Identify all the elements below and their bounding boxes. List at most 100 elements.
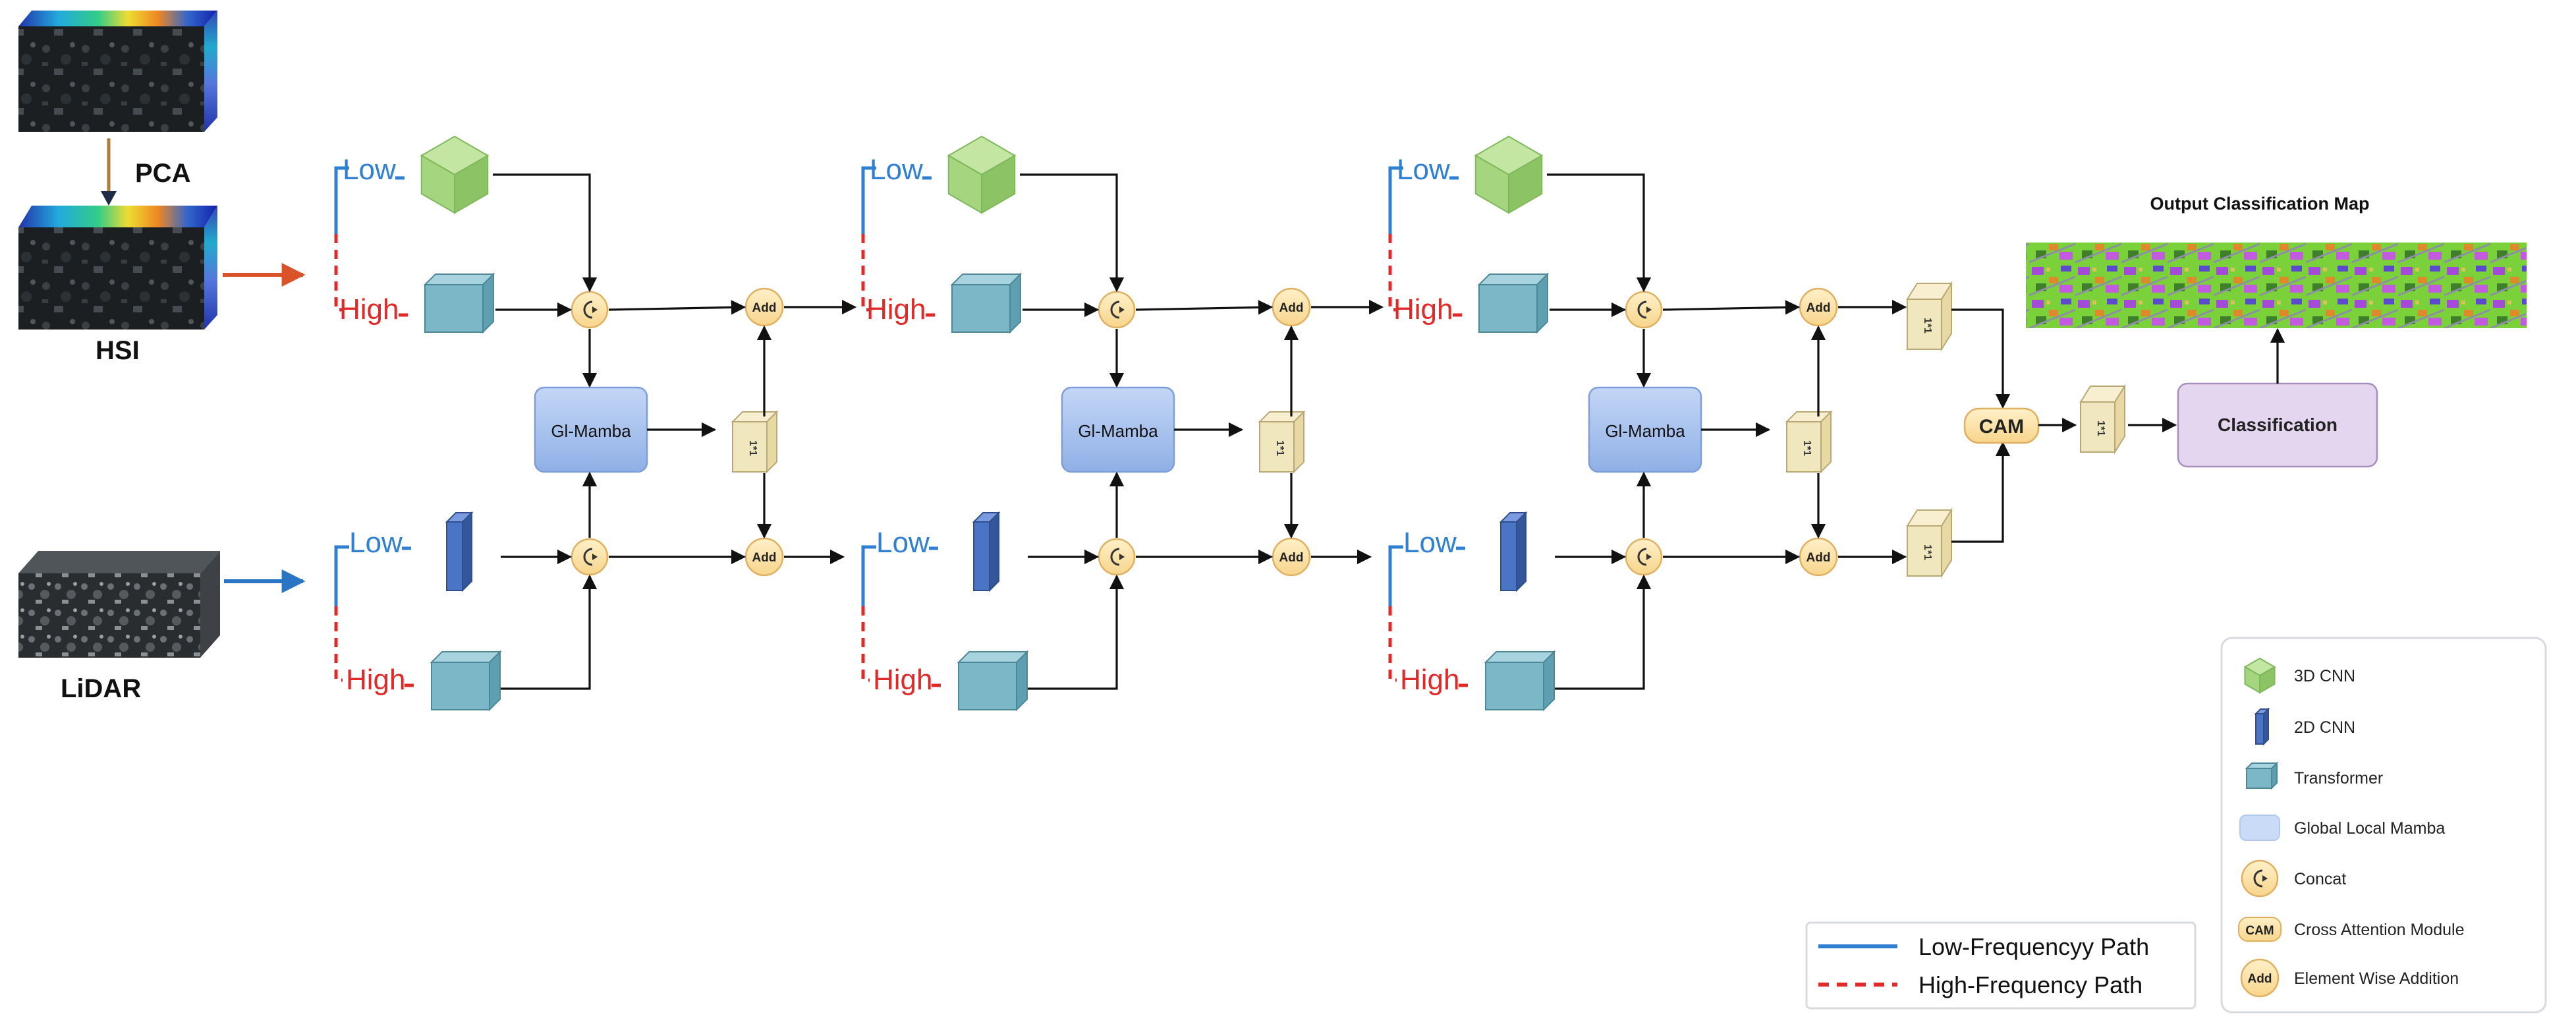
concat-top: [1098, 291, 1136, 329]
hsi-high-label: High: [1393, 293, 1453, 326]
hsi-cube: [18, 206, 217, 330]
legend-label: 3D CNN: [2294, 667, 2355, 685]
add-icon: Add: [2240, 958, 2280, 998]
gl-mamba-icon: [2239, 815, 2280, 841]
hsi-low-path: [861, 166, 876, 234]
conv-top-final: 1*1: [1906, 281, 1953, 352]
add-bottom-label: Add: [1279, 551, 1304, 565]
cnn3d-to-concat-arrow: [1020, 173, 1125, 293]
cam-node: CAM: [1963, 407, 2040, 444]
transformer-block-lidar: [1484, 650, 1556, 712]
classification-box: Classification: [2177, 382, 2378, 468]
concat-bottom: [571, 538, 609, 576]
legend-label: Cross Attention Module: [2294, 921, 2464, 939]
transformer-block-lidar: [430, 650, 502, 712]
transformer-icon: [2245, 761, 2279, 790]
bottom-to-cam-arrow: [1951, 441, 2011, 543]
lidar-high-path: [334, 606, 343, 682]
legend-label: 2D CNN: [2294, 718, 2355, 737]
hsi-low-label: Low: [1397, 154, 1450, 186]
hsi-low-path: [334, 166, 349, 234]
hsi-high-label: High: [866, 293, 926, 326]
add-top: Add: [1799, 287, 1838, 327]
add-bottom-label: Add: [752, 551, 777, 565]
gl-mamba-label: Gl-Mamba: [551, 421, 631, 441]
fusion-stages: LowHighLowHighGl-Mamba1*1AddAddLowHighLo…: [334, 135, 1907, 712]
concat-bottom: [1098, 538, 1136, 576]
transformer-to-concat-arrow-bottom: [1028, 574, 1125, 690]
conv-mid: 1*1: [731, 410, 779, 474]
lidar-low-path: [334, 545, 349, 606]
path-legend: Low-Frequencyy Path High-Frequency Path: [1805, 921, 2197, 1010]
hsi-low-path: [1388, 166, 1403, 234]
output-map-title: Output Classification Map: [2150, 194, 2369, 214]
lidar-label: LiDAR: [61, 674, 141, 703]
hsi-label: HSI: [96, 336, 140, 365]
hsi-low-label: Low: [870, 154, 923, 186]
cnn3d-to-concat-arrow: [493, 173, 598, 293]
gl-mamba-block: Gl-Mamba: [1061, 386, 1175, 473]
hsi-low-label: Low: [343, 154, 396, 186]
conv-after-cam-label: 1*1: [2095, 420, 2106, 436]
add-top: Add: [1272, 287, 1311, 327]
legend-item: CAM Cross Attention Module: [2238, 917, 2464, 942]
lidar-high-path: [861, 606, 870, 682]
conv-mid-label: 1*1: [1801, 440, 1812, 456]
concat-to-add-arrow: [608, 300, 746, 315]
classification-label: Classification: [2218, 415, 2338, 435]
conv-mid-label: 1*1: [747, 440, 758, 456]
conv-bottom-final: 1*1: [1906, 507, 1953, 579]
lidar-low-label: Low: [876, 527, 930, 559]
gl-mamba-block: Gl-Mamba: [534, 386, 648, 473]
add-top: Add: [744, 287, 784, 327]
conv-mid-label: 1*1: [1274, 440, 1285, 456]
lidar-low-path: [861, 545, 876, 606]
high-path-label: High-Frequency Path: [1918, 971, 2142, 998]
add-icon-label: Add: [2248, 972, 2272, 986]
lidar-high-path: [1388, 606, 1397, 682]
add-top-label: Add: [1806, 301, 1831, 315]
cnn3d-block: [420, 135, 490, 214]
add-top-label: Add: [752, 301, 777, 315]
cnn2d-block: [972, 511, 1001, 592]
legend-label: Global Local Mamba: [2294, 819, 2445, 838]
hsi-raw-cube: [18, 11, 217, 132]
concat-to-add-arrow: [1135, 300, 1274, 315]
cam-icon: CAM: [2238, 917, 2282, 942]
low-path-label: Low-Frequencyy Path: [1918, 933, 2149, 960]
lidar-high-label: High: [873, 664, 933, 696]
concat-icon: [2241, 859, 2279, 898]
legend-item: 2D CNN: [2254, 707, 2355, 746]
output-classification-map: [2026, 243, 2527, 328]
gl-mamba-label: Gl-Mamba: [1078, 421, 1158, 441]
legend-item: Concat: [2241, 859, 2346, 898]
add-bottom: Add: [744, 537, 784, 577]
add-bottom-label: Add: [1806, 551, 1831, 565]
lidar-low-label: Low: [349, 527, 403, 559]
legend-label: Transformer: [2294, 769, 2383, 788]
pca-label: PCA: [135, 159, 190, 188]
conv-mid: 1*1: [1258, 410, 1306, 474]
gl-mamba-block: Gl-Mamba: [1588, 386, 1702, 473]
cam-icon-label: CAM: [2245, 924, 2274, 938]
cnn2d-block: [1499, 511, 1528, 592]
add-bottom: Add: [1799, 537, 1838, 577]
3d-cnn-icon: [2243, 657, 2276, 694]
legend-item: 3D CNN: [2243, 657, 2355, 694]
cnn3d-to-concat-arrow: [1547, 173, 1652, 293]
add-top-label: Add: [1279, 301, 1304, 315]
hsi-high-path: [334, 234, 343, 312]
hsi-high-path: [1388, 234, 1397, 312]
hsi-high-label: High: [339, 293, 399, 326]
lidar-low-path: [1388, 545, 1403, 606]
transformer-block-lidar: [957, 650, 1029, 712]
legend-label: Concat: [2294, 870, 2346, 888]
transformer-block-hsi: [1477, 272, 1550, 334]
conv-after-cam: 1*1: [2079, 384, 2126, 455]
conv-top-final-label: 1*1: [1922, 318, 1933, 333]
cam-label: CAM: [1979, 416, 2024, 438]
